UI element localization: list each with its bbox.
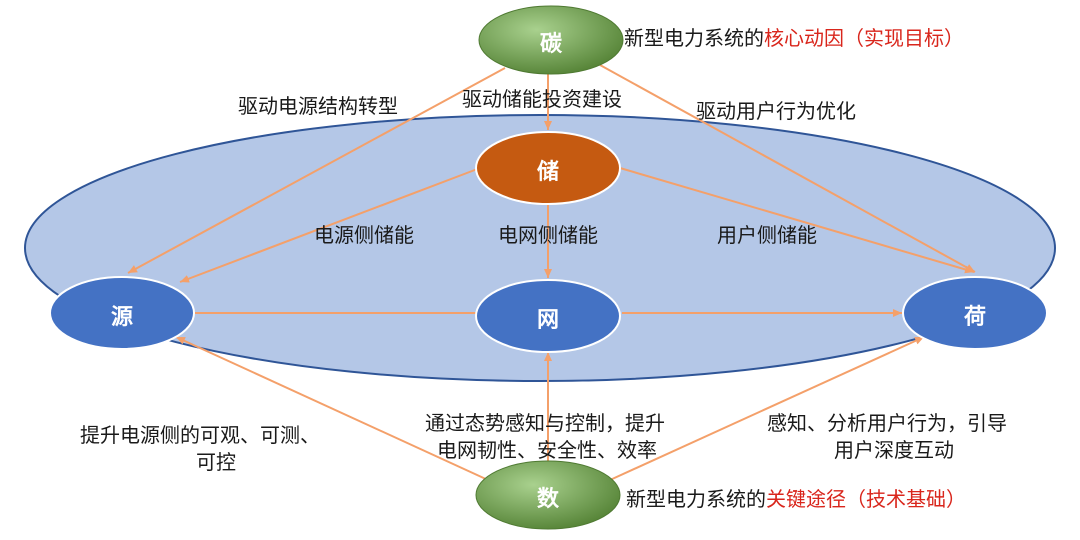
bottom-caption-highlight: 关键途径（技术基础）: [766, 487, 966, 511]
label-data-source-line2: 可控: [196, 450, 236, 474]
label-data-grid-line2: 电网韧性、安全性、效率: [437, 438, 657, 462]
top-caption-highlight: 核心动因（实现目标）: [764, 26, 964, 50]
top-caption: 新型电力系统的核心动因（实现目标）: [624, 25, 964, 51]
bottom-caption-prefix: 新型电力系统的: [626, 487, 766, 511]
arrow-carbon-source: [127, 67, 506, 274]
node-grid: [475, 279, 621, 353]
arrow-data-source: [175, 336, 489, 481]
system-ellipse: [24, 114, 1056, 382]
node-grid-label: 网: [536, 308, 559, 333]
label-data-load-line1: 感知、分析用户行为，引导: [767, 411, 1007, 435]
node-data-label: 数: [536, 487, 559, 512]
label-storage-load: 用户侧储能: [717, 223, 817, 247]
node-source-label: 源: [110, 305, 133, 330]
node-load-label: 荷: [963, 305, 986, 330]
arrow-carbon-load: [599, 64, 976, 273]
node-source: [49, 276, 195, 350]
label-storage-grid: 电网侧储能: [498, 223, 598, 247]
label-data-load-line2: 用户深度互动: [834, 438, 954, 462]
arrow-data-load: [609, 336, 925, 481]
node-storage: [475, 131, 621, 205]
label-data-source-line1: 提升电源侧的可观、可测、: [80, 423, 320, 447]
label-data-grid-line1: 通过态势感知与控制，提升: [425, 411, 665, 435]
arrow-storage-load: [619, 167, 975, 274]
label-storage-source: 电源侧储能: [314, 223, 414, 247]
label-carbon-source: 驱动电源结构转型: [238, 94, 398, 118]
label-carbon-storage: 驱动储能投资建设: [462, 87, 622, 111]
label-carbon-load: 驱动用户行为优化: [696, 99, 856, 123]
arrow-storage-source: [179, 167, 481, 283]
bottom-caption: 新型电力系统的关键途径（技术基础）: [626, 486, 966, 512]
node-carbon-label: 碳: [539, 32, 562, 57]
node-storage-label: 储: [536, 160, 559, 185]
node-data: [475, 460, 621, 530]
top-caption-prefix: 新型电力系统的: [624, 26, 764, 50]
node-load: [902, 276, 1048, 350]
node-carbon: [478, 5, 624, 75]
